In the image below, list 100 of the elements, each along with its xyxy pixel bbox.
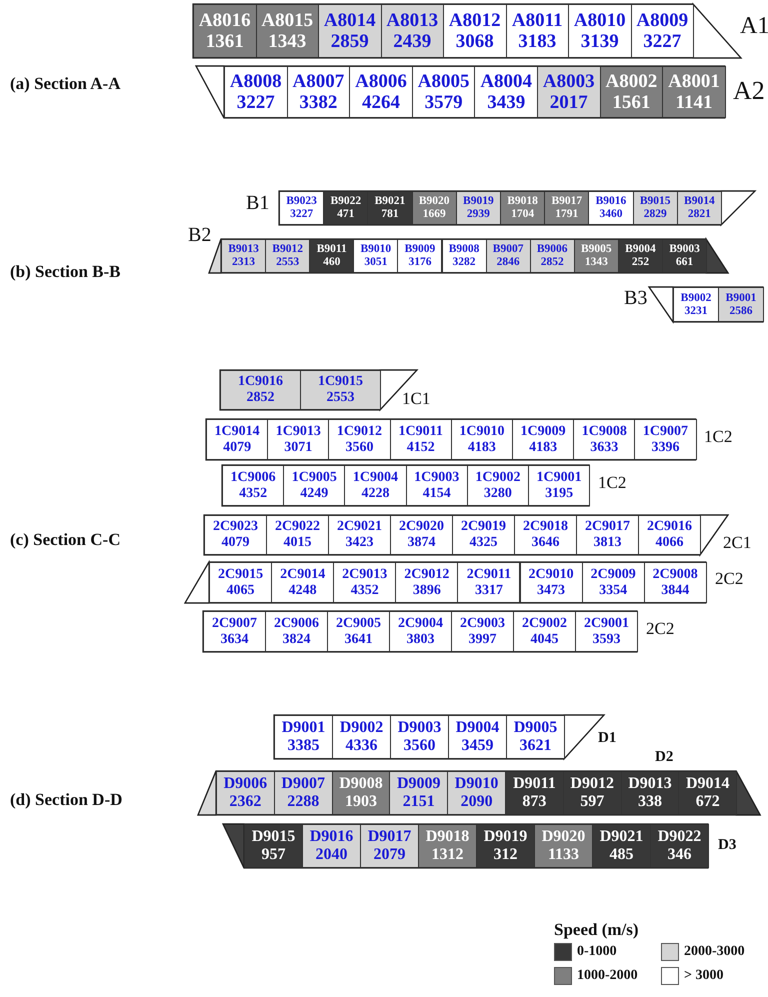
legend-label: 2000-3000 — [684, 944, 745, 960]
segment-cell — [395, 562, 458, 603]
segment-id: 2C9004 — [398, 616, 444, 632]
segment-id: A8008 — [230, 70, 282, 92]
train-row — [193, 63, 728, 121]
segment-cell — [443, 4, 506, 58]
segment-id: B9023 — [286, 195, 317, 208]
speed-value: 3593 — [592, 632, 620, 648]
speed-value: 1343 — [268, 31, 306, 52]
segment-id: B9011 — [316, 243, 347, 256]
segment-cell — [265, 239, 310, 273]
segment-cell — [630, 4, 694, 58]
speed-value: 3183 — [518, 31, 556, 52]
segment-cell — [332, 771, 390, 815]
segment-cell — [406, 465, 468, 506]
speed-value: 4152 — [406, 440, 435, 456]
speed-value: 1312 — [432, 846, 464, 864]
segment-id: D9002 — [340, 719, 384, 737]
section-title: (d) Section D-D — [10, 790, 122, 810]
segment-cell — [204, 515, 267, 555]
speed-value: 3385 — [288, 737, 320, 755]
segment-id: 2C9012 — [404, 566, 450, 582]
speed-value: 3176 — [408, 256, 432, 269]
segment-cell — [600, 66, 664, 118]
speed-value: 3423 — [346, 535, 374, 551]
speed-value: 4249 — [300, 486, 328, 502]
segment-id: 2C9019 — [460, 519, 506, 535]
row-label: 1C1 — [402, 390, 430, 407]
speed-value: 4183 — [468, 440, 496, 456]
segment-cell — [380, 4, 444, 58]
row-label: B2 — [188, 225, 212, 245]
row-label: 1C2 — [704, 428, 732, 445]
segment-cell — [574, 239, 619, 273]
segment-id: B9018 — [507, 195, 538, 208]
speed-value: 2362 — [229, 793, 262, 811]
segment-id: B9006 — [536, 243, 568, 256]
segment-id: D9008 — [339, 775, 383, 793]
segment-cell — [216, 771, 275, 815]
segment-id: 2C9011 — [466, 566, 512, 582]
row-label: D1 — [598, 731, 616, 746]
speed-value: 3139 — [580, 31, 619, 52]
row-label: A1 — [740, 14, 768, 38]
segment-cell — [390, 419, 452, 460]
segment-cell — [256, 4, 319, 58]
speed-value: 2090 — [460, 793, 493, 811]
segment-id: D9010 — [454, 775, 498, 793]
speed-value: 3354 — [599, 582, 628, 598]
segment-id: 2C9016 — [646, 519, 692, 535]
segment-id: D9006 — [224, 775, 268, 793]
segment-cell — [573, 419, 636, 460]
speed-value: 3641 — [344, 632, 372, 648]
speed-value: 3997 — [468, 632, 496, 648]
segment-cell — [632, 191, 678, 225]
segment-id: 2C9022 — [274, 519, 320, 535]
speed-value: 4336 — [346, 737, 378, 755]
train-row — [220, 821, 711, 871]
speed-value: 4352 — [350, 582, 379, 598]
segment-cell — [286, 66, 350, 118]
segment-id: B9012 — [272, 243, 303, 256]
segment-id: 1C9006 — [230, 470, 276, 486]
speed-value: 1361 — [206, 31, 244, 52]
segment-id: B9010 — [360, 243, 392, 256]
segment-id: D9007 — [281, 775, 325, 793]
segment-id: B9017 — [551, 195, 582, 208]
segment-id: D9016 — [310, 828, 354, 846]
segment-id: D9018 — [426, 828, 470, 846]
speed-value: 471 — [337, 208, 354, 221]
segment-cell — [360, 824, 419, 868]
segment-id: B9009 — [404, 243, 436, 256]
speed-value: 672 — [696, 793, 720, 811]
speed-value: 3560 — [404, 737, 436, 755]
segment-cell — [537, 66, 601, 118]
segment-id: D9015 — [252, 828, 296, 846]
segment-cell — [266, 515, 329, 555]
speed-value: 4065 — [226, 582, 255, 598]
row-label: 2C1 — [723, 534, 752, 551]
segment-cell — [220, 370, 301, 410]
segment-id: A8015 — [261, 10, 314, 31]
segment-cell — [568, 4, 632, 58]
segment-id: D9004 — [456, 719, 500, 737]
speed-value: 1141 — [676, 92, 712, 114]
train-row — [182, 559, 709, 606]
legend-title: Speed (m/s) — [554, 920, 639, 940]
segment-id: A8003 — [542, 70, 595, 92]
speed-value: 2846 — [496, 256, 520, 269]
segment-id: 2C9013 — [342, 566, 388, 582]
segment-id: B9021 — [374, 195, 406, 208]
segment-cell — [457, 562, 520, 603]
speed-value: 2151 — [402, 793, 435, 811]
segment-id: A8002 — [606, 70, 658, 92]
speed-value: 2439 — [393, 31, 432, 52]
segment-cell — [206, 419, 268, 460]
speed-value: 485 — [610, 846, 634, 864]
segment-id: D9022 — [658, 828, 702, 846]
segment-id: B9014 — [684, 195, 715, 208]
segment-id: D9012 — [570, 775, 614, 793]
speed-value: 873 — [522, 793, 546, 811]
speed-value: 3051 — [364, 256, 388, 269]
segment-id: 2C9010 — [528, 566, 574, 582]
speed-value: 3621 — [520, 737, 552, 755]
